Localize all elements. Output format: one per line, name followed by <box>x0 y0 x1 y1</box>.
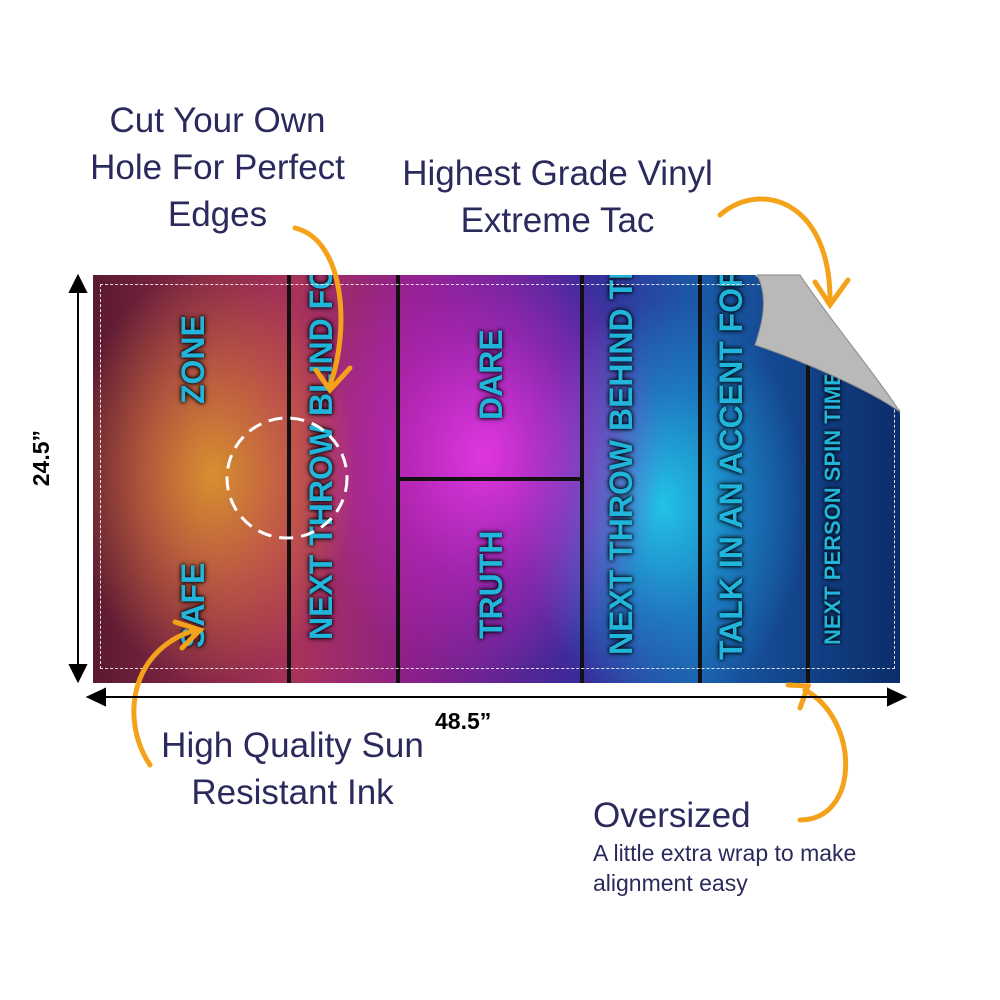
width-dimension: 48.5” <box>435 708 492 734</box>
divider <box>698 275 702 683</box>
height-dimension: 24.5” <box>28 430 54 487</box>
arrow-ink <box>131 627 198 768</box>
dimension-lines <box>68 273 908 707</box>
annotation-cut-hole: Cut Your Own Hole For Perfect Edges <box>90 101 345 234</box>
arrow-cut-hole <box>292 225 344 388</box>
arrow-oversized <box>797 687 849 823</box>
arrow-vinyl <box>717 196 833 303</box>
divider <box>580 275 584 683</box>
bleed-line <box>100 284 895 669</box>
divider <box>806 275 810 683</box>
divider <box>287 275 291 683</box>
annotation-vinyl: Highest Grade Vinyl Extreme Tac <box>402 154 713 240</box>
arrow-icons <box>131 196 851 823</box>
annotation-oversized-desc: A little extra wrap to make alignment ea… <box>593 840 857 896</box>
hole-cut-circle <box>225 416 349 540</box>
page-curl-icon <box>754 274 901 413</box>
annotation-oversized-title: Oversized <box>593 796 751 835</box>
annotation-ink: High Quality Sun Resistant Ink <box>161 726 424 812</box>
divider <box>398 477 582 481</box>
